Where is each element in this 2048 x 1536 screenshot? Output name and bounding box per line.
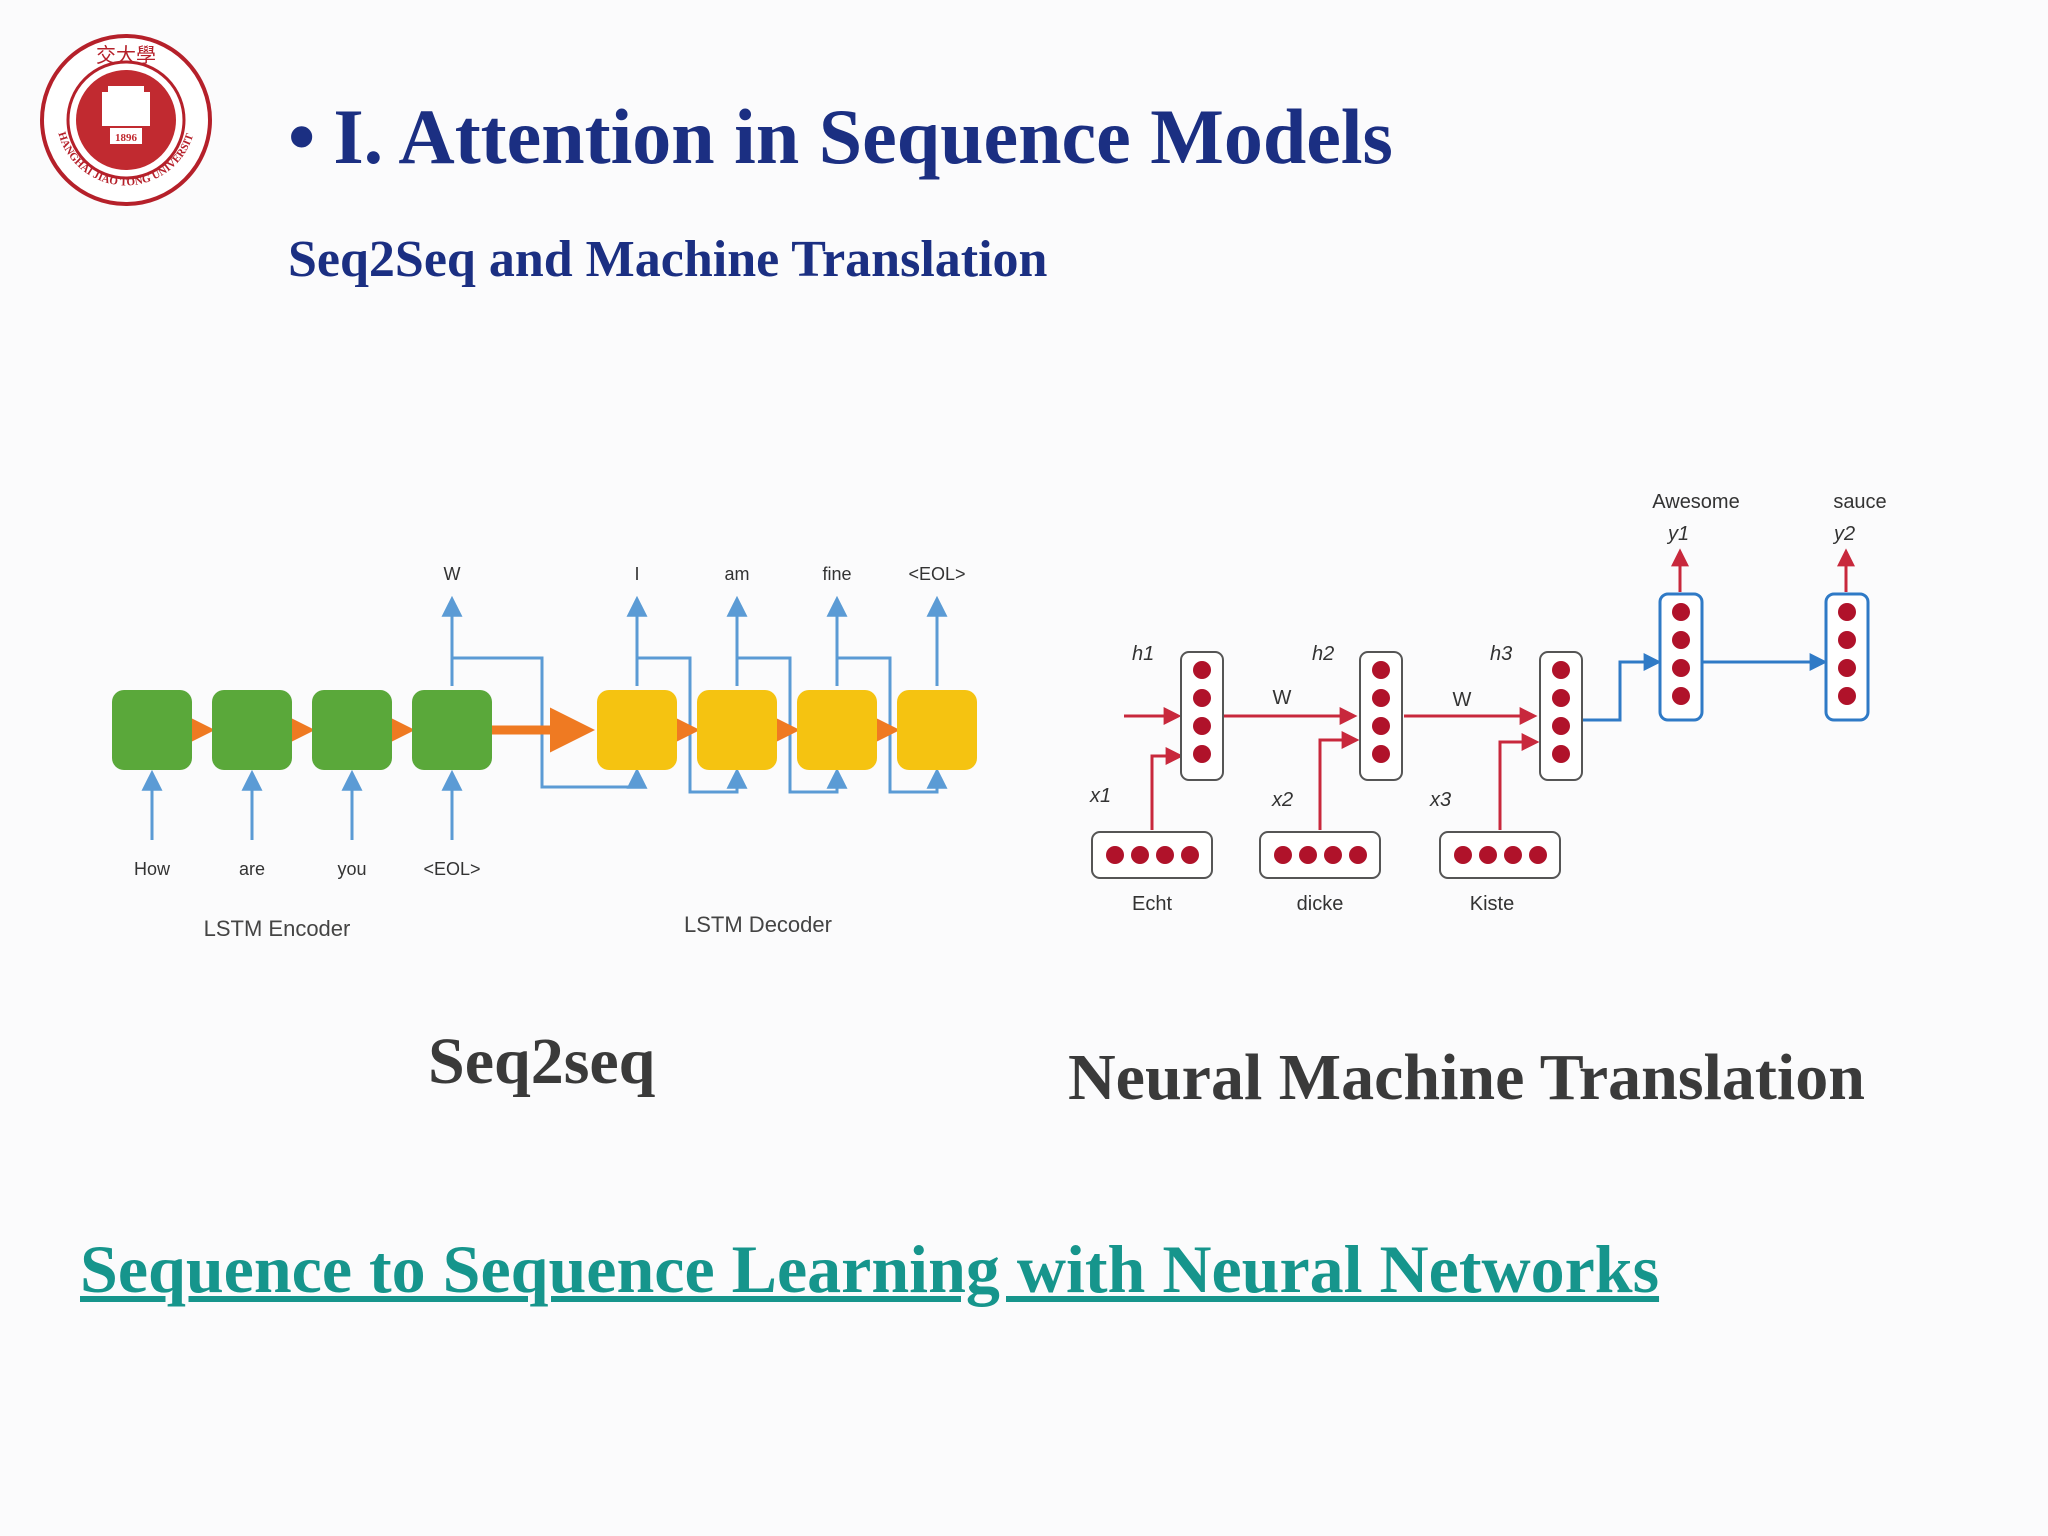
- source-word: dicke: [1297, 893, 1344, 915]
- feedback-line-2: [637, 656, 748, 794]
- x1-embedding: [1091, 831, 1213, 879]
- h1-label: h1: [1132, 643, 1154, 665]
- slide-subtitle: Seq2Seq and Machine Translation: [288, 231, 1048, 288]
- neuron-dot: [1372, 689, 1390, 707]
- neuron-dot: [1552, 689, 1570, 707]
- decoder-output-label: fine: [822, 564, 851, 584]
- title-text: I. Attention in Sequence Models: [333, 93, 1393, 180]
- neuron-dot: [1672, 603, 1690, 621]
- embedding-dot: [1349, 846, 1367, 864]
- logo-year: 1896: [115, 132, 138, 144]
- neuron-dot: [1193, 717, 1211, 735]
- embedding-dot: [1479, 846, 1497, 864]
- feedback-line-4: [837, 656, 948, 794]
- h2-label: h2: [1312, 643, 1334, 665]
- h3-node: [1539, 651, 1583, 781]
- neuron-dot: [1672, 659, 1690, 677]
- nmt-caption: Neural Machine Translation: [1068, 1041, 1865, 1114]
- neuron-dot: [1193, 689, 1211, 707]
- feedback-line-3: [737, 656, 848, 794]
- embedding-dot: [1274, 846, 1292, 864]
- decoder-cell-1: [597, 690, 677, 770]
- slide-title: •I. Attention in Sequence Models: [288, 92, 1393, 182]
- x1-input-arrow: [1150, 747, 1184, 830]
- y1-node: [1658, 592, 1704, 722]
- decoder-output-label: am: [724, 564, 749, 584]
- encoder-cell-3: [312, 690, 392, 770]
- neuron-dot: [1672, 631, 1690, 649]
- h3-label: h3: [1490, 643, 1512, 665]
- source-word: Echt: [1132, 893, 1172, 915]
- neuron-dot: [1193, 745, 1211, 763]
- encoder-output-label: W: [444, 564, 461, 584]
- seq2seq-caption: Seq2seq: [428, 1025, 656, 1098]
- x1-label: x1: [1089, 785, 1111, 807]
- encoder-input-label: are: [239, 859, 265, 879]
- decoder-output-label: I: [634, 564, 639, 584]
- neuron-dot: [1372, 717, 1390, 735]
- h3-to-y1-arrow: [1580, 653, 1662, 722]
- encoder-input-label: <EOL>: [423, 859, 480, 879]
- encoder-cell-4: [412, 690, 492, 770]
- embedding-dot: [1299, 846, 1317, 864]
- weight-label-1: W: [1273, 687, 1292, 709]
- logo-chinese-text: 交大學: [96, 43, 156, 67]
- x2-label: x2: [1271, 789, 1293, 811]
- neuron-dot: [1838, 603, 1856, 621]
- neuron-dot: [1552, 661, 1570, 679]
- x3-input-arrow: [1498, 733, 1540, 830]
- neuron-dot: [1372, 661, 1390, 679]
- decoder-cell-2: [697, 690, 777, 770]
- neuron-dot: [1838, 659, 1856, 677]
- weight-label-2: W: [1453, 689, 1472, 711]
- university-logo: SHANGHAI JIAO TONG UNIVERSITY 交大學 1896: [38, 32, 212, 206]
- x3-label: x3: [1429, 789, 1451, 811]
- y1-label: y1: [1666, 523, 1689, 545]
- neuron-dot: [1372, 745, 1390, 763]
- source-word: Kiste: [1470, 893, 1514, 915]
- encoder-input-label: you: [337, 859, 366, 879]
- y2-label: y2: [1832, 523, 1855, 545]
- x3-embedding: [1439, 831, 1561, 879]
- decoder-cell-3: [797, 690, 877, 770]
- embedding-dot: [1131, 846, 1149, 864]
- feedback-line-1: [452, 656, 648, 789]
- embedding-dot: [1181, 846, 1199, 864]
- embedding-dot: [1324, 846, 1342, 864]
- x2-input-arrow: [1318, 731, 1360, 830]
- target-word: Awesome: [1652, 491, 1739, 513]
- decoder-label: LSTM Decoder: [684, 912, 832, 937]
- neuron-dot: [1193, 661, 1211, 679]
- embedding-dot: [1156, 846, 1174, 864]
- encoder-cell-2: [212, 690, 292, 770]
- neuron-dot: [1552, 745, 1570, 763]
- title-bullet: •: [288, 93, 316, 180]
- embedding-dot: [1106, 846, 1124, 864]
- neuron-dot: [1672, 687, 1690, 705]
- seq2seq-diagram: How are you <EOL> W I am fine <EOL> LSTM…: [112, 564, 977, 941]
- embedding-dot: [1529, 846, 1547, 864]
- h1-node: [1180, 651, 1224, 781]
- neuron-dot: [1838, 687, 1856, 705]
- decoder-cell-4: [897, 690, 977, 770]
- h2-node: [1359, 651, 1403, 781]
- target-word: sauce: [1833, 491, 1886, 513]
- embedding-dot: [1454, 846, 1472, 864]
- encoder-cell-1: [112, 690, 192, 770]
- paper-link[interactable]: Sequence to Sequence Learning with Neura…: [80, 1231, 1660, 1307]
- x2-embedding: [1259, 831, 1381, 879]
- encoder-input-label: How: [134, 859, 171, 879]
- embedding-dot: [1504, 846, 1522, 864]
- decoder-output-label: <EOL>: [908, 564, 965, 584]
- neuron-dot: [1552, 717, 1570, 735]
- y2-node: [1824, 592, 1870, 722]
- neuron-dot: [1838, 631, 1856, 649]
- encoder-label: LSTM Encoder: [204, 916, 351, 941]
- nmt-diagram: h1 h2 h3 x1 x2 x3 y1 y2 W W Echt dicke K…: [1089, 491, 1887, 915]
